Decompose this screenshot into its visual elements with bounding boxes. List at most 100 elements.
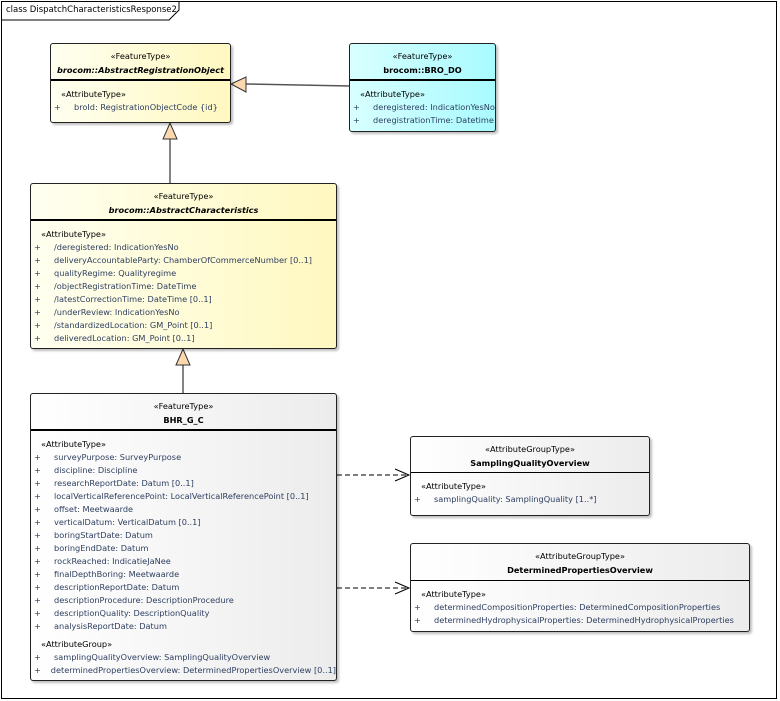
section-label: «AttributeGroup»	[41, 639, 113, 649]
class-stereotype: «AttributeGroupType»	[485, 444, 575, 454]
visibility-public: +	[34, 530, 41, 540]
visibility-public: +	[353, 102, 360, 112]
attribute-text: /latestCorrectionTime: DateTime [0..1]	[54, 294, 212, 304]
attribute-row[interactable]: + researchReportDate: Datum [0..1]	[31, 477, 336, 490]
attribute-row[interactable]: +rockReached: IndicatieJaNee	[31, 555, 336, 568]
class-abstract-characteristics[interactable]: «FeatureType»brocom::AbstractCharacteris…	[30, 183, 337, 349]
section-label: «AttributeType»	[61, 89, 126, 99]
class-sampling-quality-overview[interactable]: «AttributeGroupType» SamplingQualityOverv…	[410, 436, 650, 516]
attribute-row[interactable]: + surveyPurpose: SurveyPurpose	[31, 451, 336, 464]
attribute-text: descriptionQuality: DescriptionQuality	[54, 608, 210, 618]
class-stereotype: «AttributeGroupType»	[535, 551, 625, 561]
visibility-public: +	[34, 491, 41, 501]
attribute-row[interactable]: +broId: RegistrationObjectCode {id}	[51, 101, 230, 114]
attribute-row[interactable]: +/objectRegistrationTime: DateTime	[31, 280, 336, 293]
attribute-text: localVerticalReferencePoint: LocalVertic…	[54, 491, 309, 501]
class-name: DeterminedPropertiesOverview	[507, 565, 653, 575]
class-bhr-g-c[interactable]: «FeatureType»BHR_G_C«AttributeType»+surv…	[30, 393, 337, 681]
attribute-row[interactable]: +/standardizedLocation: GM_Point [0..1]	[31, 319, 336, 332]
visibility-public: +	[34, 665, 41, 675]
class-name: brocom::BRO_DO	[383, 65, 462, 75]
class-body: «AttributeType» +/deregistered: Indicatio…	[31, 221, 336, 345]
generalization-arrow-icon	[175, 347, 191, 366]
attribute-row[interactable]: + boringStartDate: Datum	[31, 529, 336, 542]
attribute-row[interactable]: +discipline: Discipline	[31, 464, 336, 477]
class-determined-properties-overview[interactable]: «AttributeGroupType» DeterminedProperties…	[410, 543, 750, 632]
class-stereotype: «FeatureType»	[110, 51, 171, 61]
attribute-text: determinedHydrophysicalProperties: Deter…	[434, 615, 734, 625]
visibility-public: +	[353, 115, 360, 125]
attribute-row[interactable]: + deliveryAccountableParty: ChamberOfComm…	[31, 254, 336, 267]
attribute-row[interactable]: + descriptionProcedure: DescriptionProced…	[31, 594, 336, 607]
diagram-title: class DispatchCharacteristicsResponse2	[6, 5, 177, 15]
attribute-text: discipline: Discipline	[54, 465, 138, 475]
attribute-row[interactable]: + qualityRegime: Qualityregime	[31, 267, 336, 280]
visibility-public: +	[34, 452, 41, 462]
generalization-arrow-icon	[162, 121, 178, 140]
attribute-row[interactable]: + deregistered: IndicationYesNo	[350, 101, 495, 114]
visibility-public: +	[34, 307, 41, 317]
visibility-public: +	[34, 268, 41, 278]
attribute-row[interactable]: +determinedCompositionProperties: Determ…	[411, 601, 749, 614]
attribute-text: deregistrationTime: Datetime	[373, 115, 494, 125]
generalization-arrow-icon	[229, 76, 247, 93]
section-label: «AttributeType»	[421, 481, 486, 491]
visibility-public: +	[34, 608, 41, 618]
attribute-row[interactable]: + descriptionQuality: DescriptionQuality	[31, 607, 336, 620]
attribute-row[interactable]: +verticalDatum: VerticalDatum [0..1]	[31, 516, 336, 529]
dependency-arrow-icon	[394, 581, 411, 595]
attribute-text: finalDepthBoring: Meetwaarde	[54, 569, 180, 579]
class-bro-do[interactable]: «FeatureType»brocom::BRO_DO«AttributeTyp…	[349, 43, 496, 132]
attribute-row[interactable]: + determinedHydrophysicalProperties: Dete…	[411, 614, 749, 627]
class-body: «AttributeType»+surveyPurpose: SurveyPur…	[31, 431, 336, 677]
attribute-row[interactable]: +deliveredLocation: GM_Point [0..1]	[31, 332, 336, 345]
class-abstract-registration-object[interactable]: «FeatureType»brocom::AbstractRegistratio…	[50, 43, 231, 123]
attribute-text: determinedCompositionProperties: Determi…	[434, 602, 721, 612]
class-name: BHR_G_C	[163, 415, 204, 425]
class-stereotype: «FeatureType»	[153, 191, 214, 201]
visibility-public: +	[34, 255, 41, 265]
attribute-row[interactable]: + deregistrationTime: Datetime	[350, 114, 495, 127]
dependency-arrow-icon	[394, 468, 411, 482]
class-body: «AttributeType»+deregistered: Indication…	[350, 81, 495, 127]
attribute-row[interactable]: +boringEndDate: Datum	[31, 542, 336, 555]
attribute-row[interactable]: +/deregistered: IndicationYesNo	[31, 241, 336, 254]
visibility-public: +	[34, 478, 41, 488]
attribute-row[interactable]: +determinedPropertiesOverview: Determine…	[31, 664, 336, 677]
visibility-public: +	[34, 320, 41, 330]
visibility-public: +	[34, 333, 41, 343]
visibility-public: +	[414, 615, 421, 625]
attribute-row[interactable]: +descriptionReportDate: Datum	[31, 581, 336, 594]
attribute-row[interactable]: +analysisReportDate: Datum	[31, 620, 336, 633]
class-name: SamplingQualityOverview	[470, 458, 590, 468]
attribute-row[interactable]: +finalDepthBoring: Meetwaarde	[31, 568, 336, 581]
attribute-text: researchReportDate: Datum [0..1]	[54, 478, 194, 488]
attribute-text: qualityRegime: Qualityregime	[54, 268, 177, 278]
attribute-text: /objectRegistrationTime: DateTime	[54, 281, 197, 291]
attribute-text: deregistered: IndicationYesNo	[373, 102, 495, 112]
visibility-public: +	[34, 504, 41, 514]
visibility-public: +	[34, 517, 41, 527]
class-body: «AttributeType» +broId: RegistrationObjec…	[51, 81, 230, 114]
class-header: «FeatureType»BHR_G_C	[31, 394, 336, 431]
attribute-row[interactable]: +/underReview: IndicationYesNo	[31, 306, 336, 319]
attribute-row[interactable]: +offset: Meetwaarde	[31, 503, 336, 516]
attribute-text: samplingQualityOverview: SamplingQuality…	[54, 652, 271, 662]
visibility-public: +	[414, 494, 421, 504]
attribute-text: surveyPurpose: SurveyPurpose	[54, 452, 182, 462]
attribute-text: descriptionProcedure: DescriptionProcedu…	[54, 595, 234, 605]
attribute-row[interactable]: +samplingQuality: SamplingQuality [1..*]	[411, 493, 649, 506]
class-header: «FeatureType»brocom::AbstractCharacteris…	[31, 184, 336, 221]
visibility-public: +	[34, 595, 41, 605]
section-label: «AttributeType»	[421, 589, 486, 599]
class-body: «AttributeType»+determinedCompositionPro…	[411, 581, 749, 627]
attribute-row[interactable]: +samplingQualityOverview: SamplingQualit…	[31, 651, 336, 664]
attribute-row[interactable]: + localVerticalReferencePoint: LocalVerti…	[31, 490, 336, 503]
visibility-public: +	[34, 242, 41, 252]
attribute-text: deliveryAccountableParty: ChamberOfComme…	[54, 255, 313, 265]
attribute-text: boringStartDate: Datum	[54, 530, 153, 540]
attribute-text: broId: RegistrationObjectCode {id}	[74, 102, 218, 112]
section-label: «AttributeType»	[41, 229, 106, 239]
attribute-row[interactable]: +/latestCorrectionTime: DateTime [0..1]	[31, 293, 336, 306]
